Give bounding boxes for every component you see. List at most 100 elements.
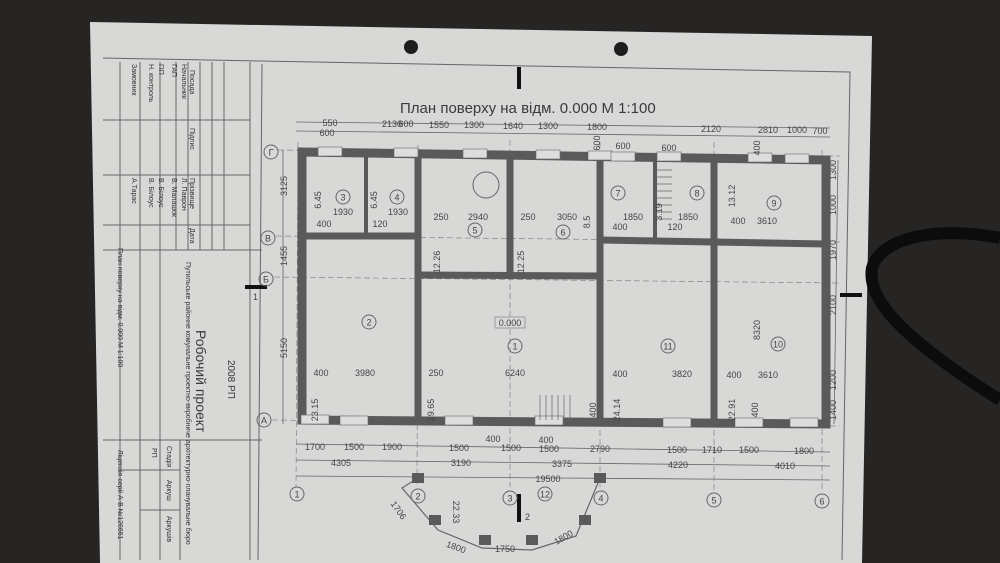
dimension-label: 120: [667, 222, 682, 232]
room-number: 12: [540, 490, 550, 500]
dimension-label: 1300: [538, 121, 558, 131]
dimension-label: 1455: [279, 246, 289, 266]
dimension-label: 600: [398, 119, 413, 129]
window: [747, 152, 773, 163]
dimension-label: 29.65: [426, 399, 436, 422]
dimension-label: 1850: [678, 212, 698, 222]
dimension-label: 2810: [758, 125, 778, 135]
dimension-label: 5150: [279, 338, 289, 358]
dimension-label: 3610: [757, 216, 777, 226]
dimension-label: 23.15: [310, 399, 320, 422]
room-bubble: [770, 336, 786, 352]
dimension-label: 4305: [331, 458, 351, 468]
header-1: Підпис: [188, 128, 196, 150]
plan-title: План поверху на відм. 0.000 М 1:100: [400, 100, 656, 117]
dimension-label: 1800: [794, 446, 814, 456]
dimension-label: 1500: [344, 442, 364, 452]
dimension-label: 400: [538, 435, 553, 445]
dimension-label: 22.91: [727, 399, 737, 422]
axis-number: 6: [819, 497, 824, 507]
axis-number: 1: [294, 490, 299, 500]
dimension-label: 1930: [333, 207, 353, 217]
dimension-line: [295, 121, 831, 129]
dimension-label: 4220: [668, 460, 688, 470]
position-label: Н. контроль: [147, 64, 154, 103]
dimension-label: 12.26: [432, 251, 442, 274]
dimension-label: 250: [428, 368, 443, 378]
window: [339, 415, 369, 426]
dimension-label: 1900: [382, 442, 402, 452]
window: [462, 148, 488, 159]
project-type: Робочий проект: [193, 330, 209, 433]
table-line: [257, 63, 263, 561]
room-bubble: [660, 338, 676, 354]
room-number: 2: [366, 318, 371, 328]
dimension-label: 1500: [449, 443, 469, 453]
interior-wall: [417, 271, 601, 280]
room-number: 3: [340, 193, 345, 203]
dimension-label: 1970: [828, 240, 838, 260]
room-bubble: [335, 189, 351, 205]
section-mark-left: [245, 285, 267, 289]
stage-label: Стадія: [165, 446, 173, 468]
dimension-label: 1300: [464, 120, 484, 130]
axis-bubble: [410, 488, 426, 504]
exterior-walls: [297, 147, 831, 429]
dimension-label: 600: [592, 135, 602, 150]
dimension-label: 3050: [557, 212, 577, 222]
dimension-label: 13.12: [727, 185, 737, 208]
project-code: 2008 РП: [225, 360, 236, 399]
axis-bubble: [814, 493, 830, 509]
dimension-label: 1710: [702, 445, 722, 455]
person-name: В. Малашок: [170, 178, 177, 218]
dimension-label: 1000: [828, 195, 838, 215]
dimension-label: 1000: [787, 125, 807, 135]
window: [656, 151, 682, 162]
room-bubble: [389, 189, 405, 205]
dimension-label: 2100: [828, 295, 838, 315]
axis-bubble: [256, 412, 272, 428]
axis-bubble: [502, 490, 518, 506]
dimension-label: 600: [661, 143, 676, 153]
sheets-label: Аркушів: [165, 516, 173, 542]
bay-pier: [594, 473, 606, 483]
dimension-label: 1930: [388, 207, 408, 217]
dimension-label: 6240: [505, 368, 525, 378]
sheet-label: Аркуш: [165, 480, 172, 501]
dimension-label: 3820: [672, 369, 692, 379]
punch-hole-right: [614, 42, 628, 56]
dimension-line: [295, 475, 831, 481]
axis-bubble: [263, 144, 279, 160]
dimension-label: 1500: [539, 444, 559, 454]
header-3: Дата: [188, 228, 195, 244]
window: [734, 417, 764, 428]
dimension-label: 600: [319, 128, 334, 138]
dimension-label: 2790: [590, 444, 610, 454]
punch-hole-left: [404, 40, 418, 54]
level-mark-box: [494, 316, 526, 329]
dimension-label: 8.5: [582, 216, 592, 229]
header-0: Посада: [188, 70, 195, 94]
dimension-label: 6.45: [313, 191, 323, 209]
dimension-label: 1500: [739, 445, 759, 455]
window: [534, 415, 564, 426]
bay-pier: [412, 473, 424, 483]
window: [300, 414, 330, 425]
section-mark-top: [517, 67, 521, 89]
room-bubble: [537, 486, 553, 502]
bay-pier: [479, 535, 491, 545]
bathtub-fixture: [472, 171, 500, 199]
bay-window-outline: [401, 477, 601, 551]
window: [393, 147, 419, 158]
person-name: А.Тарас: [130, 178, 137, 204]
axis-bubble: [258, 271, 274, 287]
bay-pier: [429, 515, 441, 525]
position-label: Начальник: [180, 64, 187, 100]
dimension-label: 4010: [775, 461, 795, 471]
dimension-label: 1850: [623, 212, 643, 222]
section-mark-bottom: [517, 494, 521, 522]
person-name: В. Білоус: [147, 178, 155, 208]
dimension-label: 400: [730, 216, 745, 226]
dimension-label: 3125: [279, 176, 289, 196]
